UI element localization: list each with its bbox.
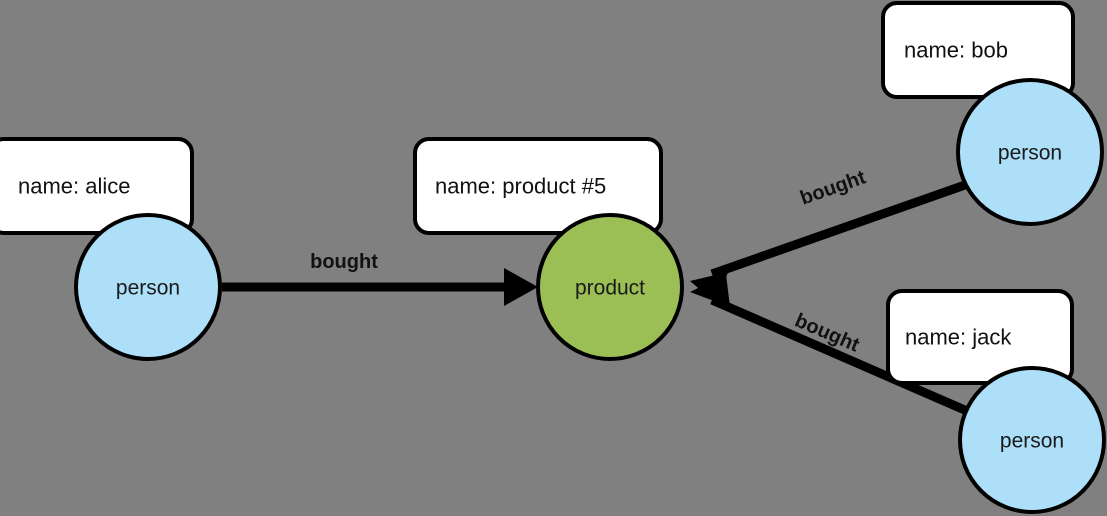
node-circle [956, 78, 1104, 226]
property-box-rect [0, 137, 194, 235]
edge-jack-bought-product[interactable] [690, 274, 969, 416]
edge-line [710, 295, 969, 416]
node-label: product [575, 277, 645, 300]
edge-bob-bought-product[interactable] [690, 180, 967, 304]
property-box-label: name: jack [905, 325, 1012, 350]
property-box-rect [413, 137, 663, 235]
node-label: person [116, 277, 180, 300]
edge-label-alice-bought: bought [310, 251, 378, 273]
edge-line [710, 180, 967, 279]
arrowhead-icon [504, 268, 538, 306]
node-jack[interactable]: person [958, 366, 1106, 514]
property-box-label: name: alice [18, 174, 131, 199]
node-label: person [998, 142, 1062, 165]
node-circle [536, 213, 684, 361]
property-box-label: name: product #5 [435, 174, 606, 199]
node-alice[interactable]: person [74, 213, 222, 361]
arrowhead-icon [690, 274, 730, 307]
property-box-bob[interactable]: name: bob [881, 1, 1075, 99]
property-box-rect [886, 289, 1074, 385]
node-bob[interactable]: person [956, 78, 1104, 226]
node-label: person [1000, 430, 1064, 453]
node-circle [74, 213, 222, 361]
edge-label-bob-bought: bought [797, 166, 869, 209]
node-circle [958, 366, 1106, 514]
property-box-alice[interactable]: name: alice [0, 137, 194, 235]
node-product5[interactable]: product [536, 213, 684, 361]
property-box-product5[interactable]: name: product #5 [413, 137, 663, 235]
edge-alice-bought-product[interactable] [222, 268, 538, 306]
property-box-label: name: bob [904, 38, 1008, 63]
property-box-jack[interactable]: name: jack [886, 289, 1074, 385]
property-box-rect [881, 1, 1075, 99]
